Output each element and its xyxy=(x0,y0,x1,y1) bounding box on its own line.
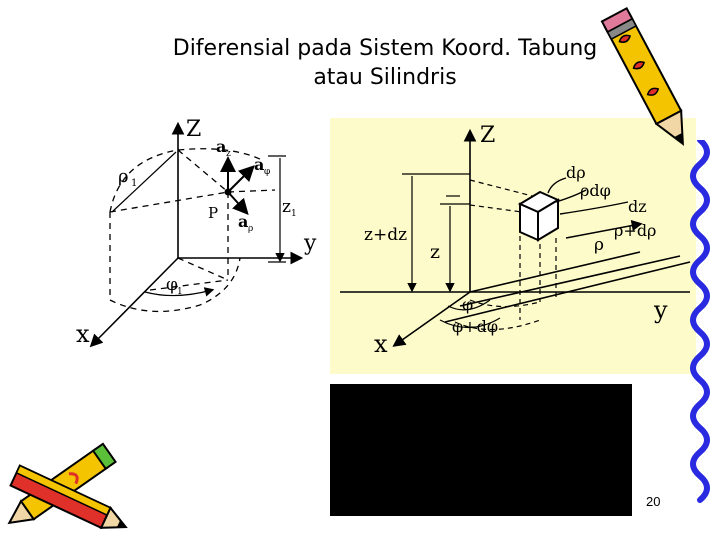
arho-label: a xyxy=(238,212,248,231)
differential-volume-diagram: Z y x dρ ρdφ dz z+dz z ρ+dρ ρ φ φ+dφ xyxy=(330,118,696,374)
z-label: z xyxy=(430,241,440,263)
page-number: 20 xyxy=(646,494,661,509)
az-label: a xyxy=(216,137,226,156)
phi-label: φ xyxy=(462,295,473,314)
left-axis-z-label: Z xyxy=(186,117,201,142)
rho-plus-d-rho-label: ρ+dρ xyxy=(614,221,656,240)
arho-subscript: ρ xyxy=(248,224,253,234)
phi1-subscript: 1 xyxy=(177,287,183,297)
diagram-panel-background xyxy=(330,118,696,374)
right-axis-y-label: y xyxy=(653,296,668,324)
pencil-clipart-top xyxy=(600,6,684,146)
z1-label: z xyxy=(282,197,291,217)
point-p-label: P xyxy=(208,204,218,222)
slide-title-line-1: Diferensial pada Sistem Koord. Tabung xyxy=(172,36,598,61)
rho-label: ρ xyxy=(594,235,604,255)
slide-title: Diferensial pada Sistem Koord. Tabung at… xyxy=(140,34,630,92)
rho-d-phi-label: ρdφ xyxy=(580,181,611,200)
pencil-clipart-bottom xyxy=(7,442,128,530)
dz-label: dz xyxy=(628,197,647,216)
rho1-label: ρ xyxy=(118,166,129,187)
cylindrical-point-diagram: Z y x ρ 1 a z a φ a ρ P z 1 φ 1 xyxy=(76,117,317,348)
z-plus-dz-label: z+dz xyxy=(364,225,407,245)
az-subscript: z xyxy=(226,149,231,159)
phi-plus-d-phi-label: φ+dφ xyxy=(452,317,498,336)
z1-subscript: 1 xyxy=(291,209,297,219)
phi1-label: φ xyxy=(166,275,178,295)
right-axis-z-label: Z xyxy=(480,123,495,148)
rho1-subscript: 1 xyxy=(131,178,137,189)
aphi-subscript: φ xyxy=(264,167,270,177)
aphi-label: a xyxy=(254,155,264,174)
d-rho-label: dρ xyxy=(566,163,586,182)
squiggle-border xyxy=(690,140,710,503)
right-axis-x-label: x xyxy=(374,330,388,358)
left-axis-x-label: x xyxy=(76,320,90,348)
left-axis-y-label: y xyxy=(303,231,317,256)
slide-title-line-2: atau Silindris xyxy=(313,65,457,90)
black-rectangle xyxy=(330,384,632,516)
